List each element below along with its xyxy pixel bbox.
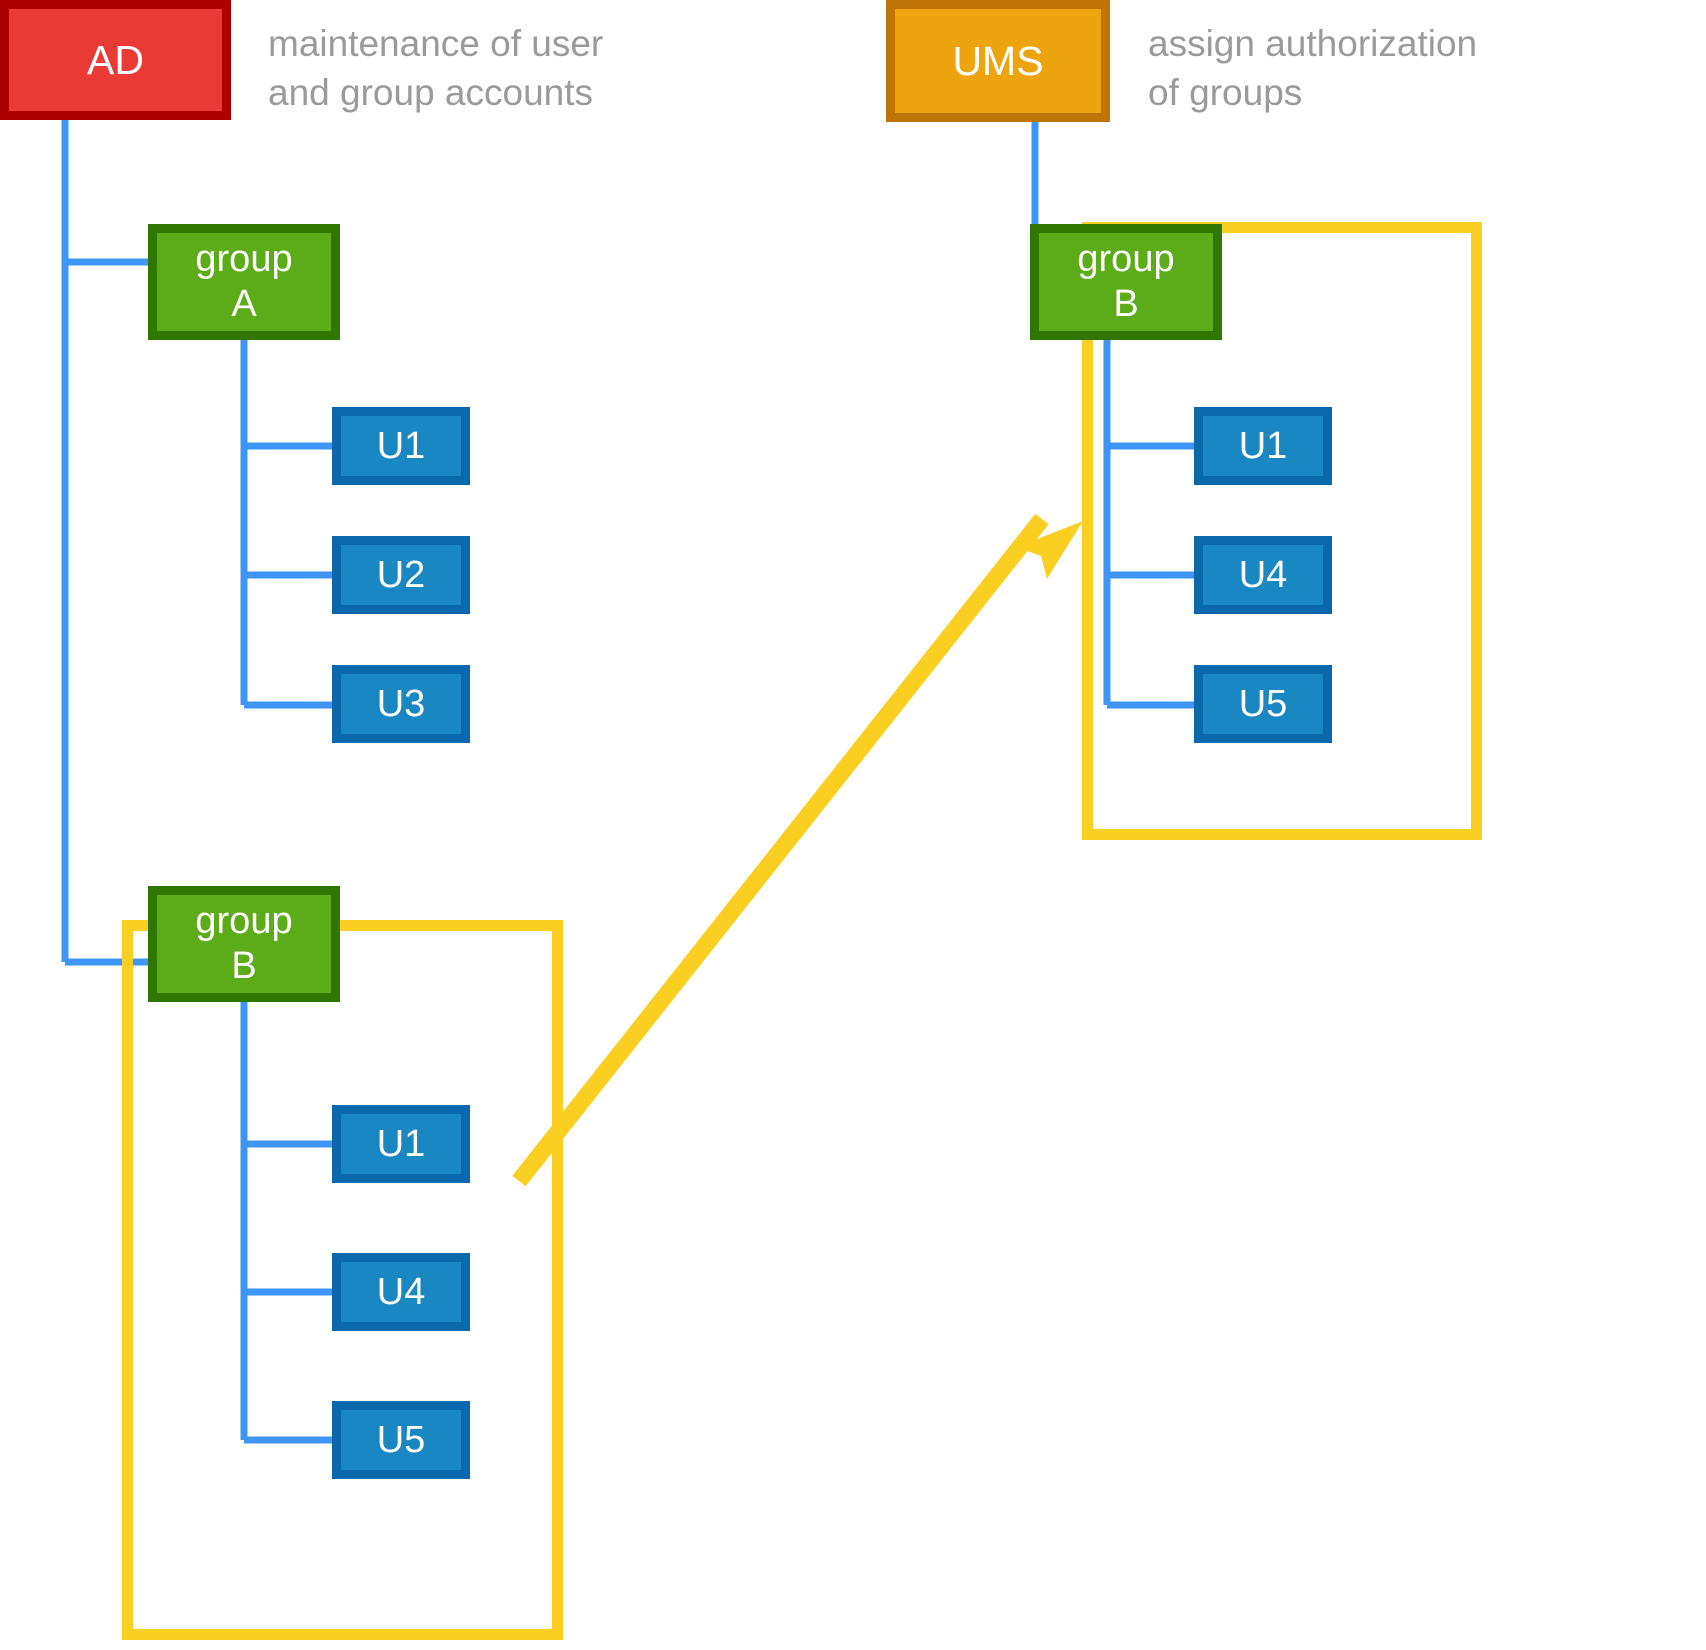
node-user-label: U4: [376, 1270, 426, 1313]
node-group-b-ums[interactable]: group B: [1030, 224, 1222, 340]
frame-ums-group-b: [1082, 222, 1482, 840]
note-ums: assign authorization of groups: [1148, 23, 1478, 113]
node-user-ums-group-b-2[interactable]: U5: [1194, 665, 1332, 743]
node-user-label: U2: [376, 553, 426, 596]
node-user-label: U5: [1238, 682, 1288, 725]
node-group-b-ums-label: group B: [1077, 238, 1175, 325]
node-user-ad-group-b-0[interactable]: U1: [332, 1105, 470, 1183]
node-ums[interactable]: UMS: [886, 0, 1110, 122]
node-user-ums-group-b-0[interactable]: U1: [1194, 407, 1332, 485]
node-user-ad-group-b-1[interactable]: U4: [332, 1253, 470, 1331]
node-group-a[interactable]: group A: [148, 224, 340, 340]
note-ad: maintenance of user and group accounts: [268, 23, 604, 113]
node-group-a-label: group A: [195, 238, 293, 325]
node-user-label: U5: [376, 1418, 426, 1461]
mapping-arrow: [512, 513, 1083, 1187]
node-user-label: U1: [376, 1122, 426, 1165]
node-user-ums-group-b-1[interactable]: U4: [1194, 536, 1332, 614]
node-user-label: U4: [1238, 553, 1288, 596]
node-user-label: U1: [376, 424, 426, 467]
node-user-ad-group-a-1[interactable]: U2: [332, 536, 470, 614]
node-ums-label: UMS: [952, 37, 1044, 84]
node-user-label: U3: [376, 682, 426, 725]
node-ad[interactable]: AD: [0, 0, 231, 120]
node-ad-label: AD: [87, 36, 144, 83]
node-user-label: U1: [1238, 424, 1288, 467]
node-user-ad-group-b-2[interactable]: U5: [332, 1401, 470, 1479]
node-group-b-ad-label: group B: [195, 900, 293, 987]
node-group-b-ad[interactable]: group B: [148, 886, 340, 1002]
frame-ad-group-b: [122, 920, 563, 1640]
node-user-ad-group-a-0[interactable]: U1: [332, 407, 470, 485]
node-user-ad-group-a-2[interactable]: U3: [332, 665, 470, 743]
